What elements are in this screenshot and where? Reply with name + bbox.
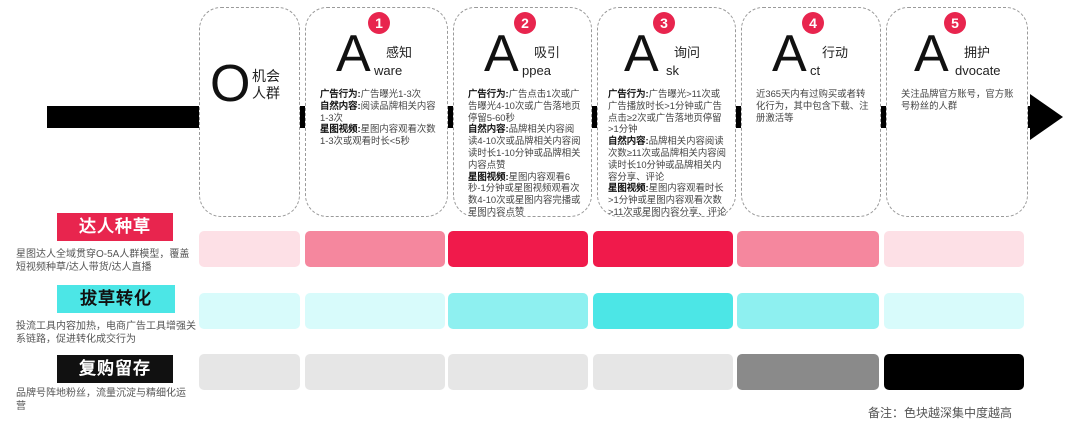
stage-ask: 3 A 询问 sk 广告行为:广告曝光>11次或广告播放时长>1分钟或广告点击≥… [597, 7, 736, 217]
desc-label: 自然内容: [468, 123, 509, 135]
stage-appeal-en-title: ppea [522, 63, 551, 78]
stage-aware: 1 A 感知 ware 广告行为:广告曝光1-3次 自然内容:阅读品牌相关内容1… [305, 7, 448, 217]
cell-r1-ask [593, 231, 733, 267]
cell-r3-ask [593, 354, 733, 390]
desc-label: 广告行为: [468, 88, 509, 99]
stage-o: O 机会 人群 [199, 7, 300, 217]
stage-o-title-line2: 人群 [252, 85, 280, 101]
row-desc-kol-seeding: 星图达人全域贯穿O-5A人群模型，覆盖短视频种草/达人带货/达人直播 [16, 249, 190, 273]
stage-advocate-cn-title: 拥护 [964, 45, 991, 60]
stage-advocate-en-title: dvocate [955, 63, 1001, 78]
cell-r1-aware [305, 231, 445, 267]
stage-aware-cn-title: 感知 [386, 45, 413, 60]
cell-r3-o [199, 354, 300, 390]
stage-ask-cn-title: 询问 [674, 45, 701, 60]
desc-label: 广告行为: [320, 88, 361, 99]
row-label-conversion: 拔草转化 [57, 285, 175, 313]
stage-advocate-letter: A [914, 25, 949, 83]
desc-label: 星图视频: [608, 182, 649, 194]
desc-text: 星图内容观看次数1-3次或观看时长<5秒 [320, 123, 436, 147]
stage-act-number-badge: 4 [802, 12, 824, 34]
row-desc-conversion: 投流工具内容加热，电商广告工具增强关系链路，促进转化成交行为 [16, 321, 196, 345]
desc-text: 星图内容观看时长>1分钟或星图内容观看次数>11次或星图内容分享、评论 [608, 182, 727, 217]
cell-r2-act [737, 293, 879, 329]
desc-label: 广告行为: [608, 88, 649, 99]
stage-ask-description: 广告行为:广告曝光>11次或广告播放时长>1分钟或广告点击≥2次或广告落地页停留… [608, 88, 727, 218]
cell-r1-act [737, 231, 879, 267]
stage-appeal-letter: A [484, 25, 519, 83]
stage-o-title: 机会 人群 [252, 68, 282, 102]
stage-ask-number-badge: 3 [653, 12, 675, 34]
stage-aware-letter: A [336, 25, 371, 83]
cell-r3-act [737, 354, 879, 390]
row-label-kol-seeding: 达人种草 [57, 213, 173, 241]
cell-r3-aware [305, 354, 445, 390]
stage-act-cn-title: 行动 [822, 45, 849, 60]
cell-r2-aware [305, 293, 445, 329]
cell-r3-appeal [448, 354, 588, 390]
desc-text: 广告曝光1-3次 [360, 88, 422, 99]
row-desc-repurchase: 品牌号阵地粉丝，流量沉淀与精细化运营 [16, 388, 186, 412]
stage-advocate: 5 A 拥护 dvocate 关注品牌官方账号，官方账号粉丝的人群 [886, 7, 1028, 217]
stage-aware-description: 广告行为:广告曝光1-3次 自然内容:阅读品牌相关内容1-3次 星图视频:星图内… [320, 88, 439, 147]
stage-act: 4 A 行动 ct 近365天内有过购买或者转化行为，其中包含下载、注册激活等 [741, 7, 881, 217]
desc-text: 品牌相关内容阅读次数≥11次或品牌相关内容阅读时长10分钟或品牌相关内容分享、评… [608, 135, 727, 182]
desc-text: 广告曝光>11次或广告播放时长>1分钟或广告点击≥2次或广告落地页停留>1分钟 [608, 88, 722, 135]
stage-ask-en-title: sk [666, 63, 679, 78]
timeline-arrow-head [1030, 94, 1063, 140]
stage-act-en-title: ct [810, 63, 821, 78]
stage-o-letter: O [210, 55, 251, 113]
desc-text: 近365天内有过购买或者转化行为，其中包含下载、注册激活等 [756, 88, 869, 123]
desc-text: 阅读品牌相关内容1-3次 [320, 99, 436, 123]
cell-r3-advocate [884, 354, 1024, 390]
stage-advocate-number-badge: 5 [944, 12, 966, 34]
stage-appeal: 2 A 吸引 ppea 广告行为:广告点击1次或广告曝光4-10次或广告落地页停… [453, 7, 592, 217]
stage-aware-number-badge: 1 [368, 12, 390, 34]
stage-appeal-cn-title: 吸引 [534, 45, 561, 60]
cell-r2-advocate [884, 293, 1024, 329]
desc-text: 广告点击1次或广告曝光4-10次或广告落地页停留5-60秒 [468, 88, 581, 123]
stage-ask-letter: A [624, 25, 659, 83]
desc-text: 星图内容观看6秒-1分钟或星图视频观看次数4-10次或星图内容完播或星图内容点赞 [468, 170, 581, 217]
desc-label: 自然内容: [320, 99, 361, 111]
cell-r2-ask [593, 293, 733, 329]
desc-label: 星图视频: [468, 170, 509, 182]
desc-text: 关注品牌官方账号，官方账号粉丝的人群 [901, 88, 1014, 111]
footnote: 备注：色块越深集中度越高 [868, 406, 1013, 420]
desc-label: 自然内容: [608, 135, 649, 147]
desc-label: 星图视频: [320, 123, 361, 135]
stage-act-description: 近365天内有过购买或者转化行为，其中包含下载、注册激活等 [756, 88, 872, 123]
stage-advocate-description: 关注品牌官方账号，官方账号粉丝的人群 [901, 88, 1019, 112]
cell-r1-advocate [884, 231, 1024, 267]
cell-r1-o [199, 231, 300, 267]
cell-r2-o [199, 293, 300, 329]
desc-text: 品牌相关内容阅读4-10次或品牌相关内容阅读时长1-10分钟或品牌相关内容点赞 [468, 123, 581, 170]
stage-appeal-number-badge: 2 [514, 12, 536, 34]
stage-o-title-line1: 机会 [252, 68, 280, 84]
stage-appeal-description: 广告行为:广告点击1次或广告曝光4-10次或广告落地页停留5-60秒 自然内容:… [468, 88, 583, 218]
stage-aware-en-title: ware [374, 63, 403, 78]
cell-r2-appeal [448, 293, 588, 329]
row-label-repurchase: 复购留存 [57, 355, 173, 383]
stage-act-letter: A [772, 25, 807, 83]
cell-r1-appeal [448, 231, 588, 267]
